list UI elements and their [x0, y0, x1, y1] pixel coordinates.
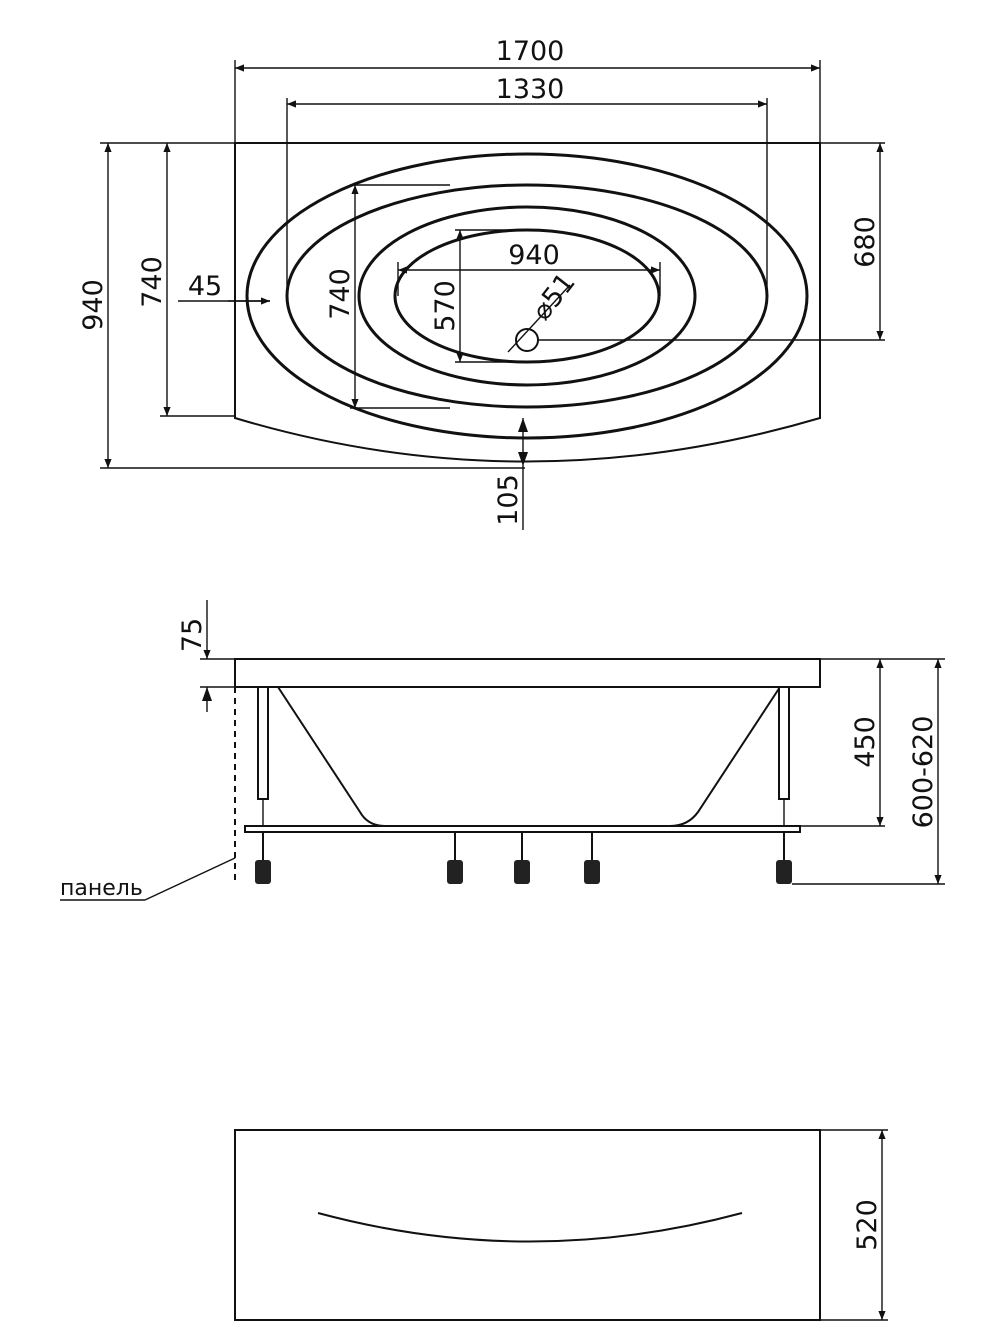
- top-view: 1700 1330 940 740 45 740 940: [78, 36, 885, 530]
- dim-panel-height: 520: [852, 1199, 883, 1251]
- leg-left: [255, 686, 271, 884]
- dim-bowl-width: 570: [430, 280, 461, 332]
- foot-1: [447, 832, 463, 884]
- dim-depth: 450: [850, 716, 881, 768]
- dim-rim: 45: [188, 271, 222, 302]
- base-plate: [244, 825, 801, 833]
- foot-3: [584, 832, 600, 884]
- foot-2: [514, 832, 530, 884]
- dim-front-curve: 105: [493, 474, 524, 526]
- tub-outline-top: [234, 142, 821, 463]
- dim-total-height: 600-620: [908, 716, 939, 829]
- outer-rim-ellipse: [245, 152, 809, 440]
- dim-inner-width: 740: [325, 268, 356, 320]
- panel-curve: [317, 1212, 743, 1243]
- dim-drain-offset: 680: [850, 216, 881, 268]
- side-view: 75 450 600-620 панель: [60, 600, 945, 901]
- dim-drain: ⌀51: [526, 267, 582, 326]
- tub-rim-side: [234, 658, 821, 688]
- dim-overall-length: 1700: [496, 36, 565, 67]
- dim-bowl-length: 940: [508, 240, 560, 271]
- dim-inner-length: 1330: [496, 74, 565, 105]
- dim-rim-height: 75: [177, 618, 208, 652]
- front-panel: [234, 1129, 821, 1321]
- tub-body-side: [277, 686, 781, 827]
- panel-leader: [144, 857, 236, 901]
- dim-side-width: 740: [137, 256, 168, 308]
- panel-label: панель: [60, 876, 143, 901]
- drain-leader: [507, 284, 571, 353]
- leg-right: [776, 686, 792, 884]
- inner-ring-ellipse: [357, 205, 697, 387]
- panel-view: 520: [234, 1129, 888, 1321]
- dim-overall-width: 940: [78, 279, 109, 331]
